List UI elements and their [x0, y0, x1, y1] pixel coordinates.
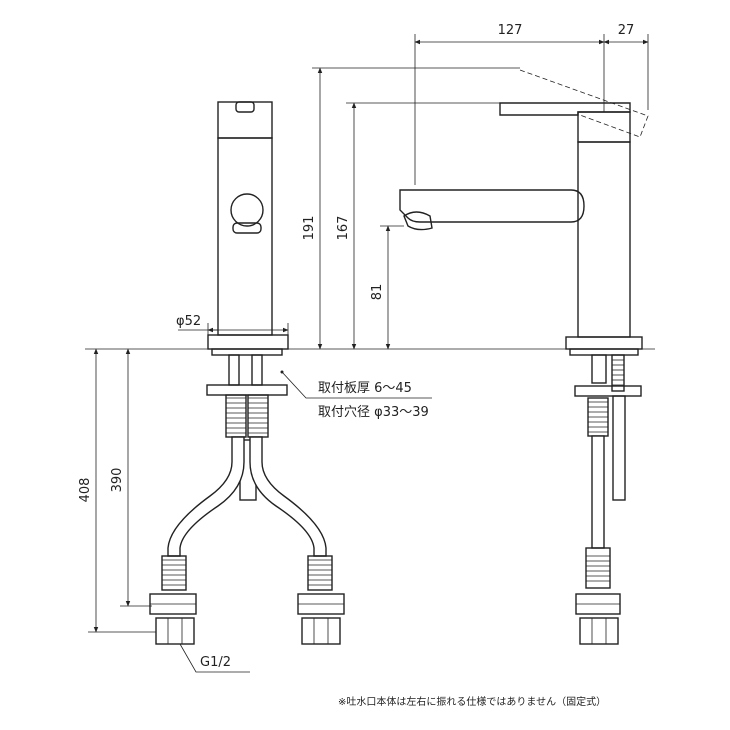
- dim-total-height: 191: [302, 216, 317, 241]
- right-mount-shank: [574, 354, 642, 645]
- note-footnote: ※吐水口本体は左右に振れる仕様ではありません（固定式）: [338, 695, 606, 708]
- dim-hose-length-1: 408: [78, 478, 93, 503]
- dim-lever-offset: 27: [618, 23, 635, 38]
- note-mount-hole: 取付穴径 φ33～39: [318, 405, 429, 420]
- dim-thread: G1/2: [200, 655, 231, 670]
- dim-spout-reach: 127: [498, 23, 523, 38]
- left-hoses: [149, 436, 345, 645]
- faucet-front-view: [399, 69, 649, 356]
- dim-base-diameter: φ52: [176, 314, 201, 329]
- left-mount-shank: [206, 354, 288, 501]
- dimension-lines: [88, 34, 649, 673]
- dim-hose-length-2: 390: [110, 468, 125, 493]
- faucet-side-view: [207, 101, 289, 356]
- note-mount-plate: 取付板厚 6～45: [318, 381, 412, 396]
- dim-spout-top-height: 167: [336, 216, 351, 241]
- dim-spout-outlet-height: 81: [370, 284, 385, 301]
